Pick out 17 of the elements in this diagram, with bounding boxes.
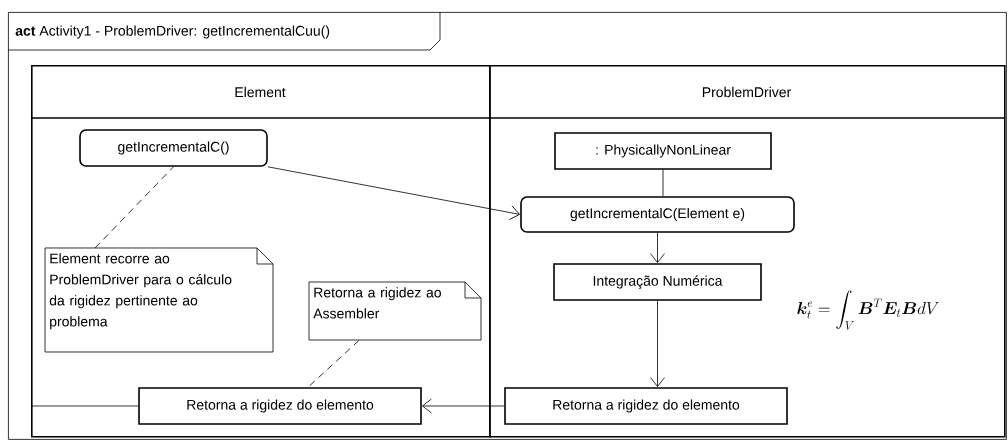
object-box: Retorna a rigidez do elemento xyxy=(138,387,422,425)
object-box: Integração Numérica xyxy=(553,263,762,301)
arrow xyxy=(267,166,520,220)
object-box: : PhysicallyNonLinear xyxy=(554,132,772,170)
action-box: getIncrementalC(Element e) xyxy=(520,196,795,233)
arrow xyxy=(422,398,505,414)
connector-line xyxy=(662,169,664,197)
leader-line xyxy=(307,340,360,388)
connector-line xyxy=(30,405,139,407)
note-box: Retorna a rigidez ao Assembler xyxy=(308,281,482,341)
leader-line xyxy=(94,166,174,249)
note-box: Element recorre ao ProblemDriver para o cálculo da rigidez pertinente ao problema xyxy=(44,247,274,353)
formula: $\bm{k}_t^e = \int_V \bm{B}^T \bm{E}_t \bm{B} dV$ xyxy=(797,290,939,330)
arrow xyxy=(650,300,665,387)
arrow xyxy=(650,232,665,263)
action-box: getIncrementalC() xyxy=(79,129,268,167)
object-box: Retorna a rigidez do elemento xyxy=(504,387,788,425)
